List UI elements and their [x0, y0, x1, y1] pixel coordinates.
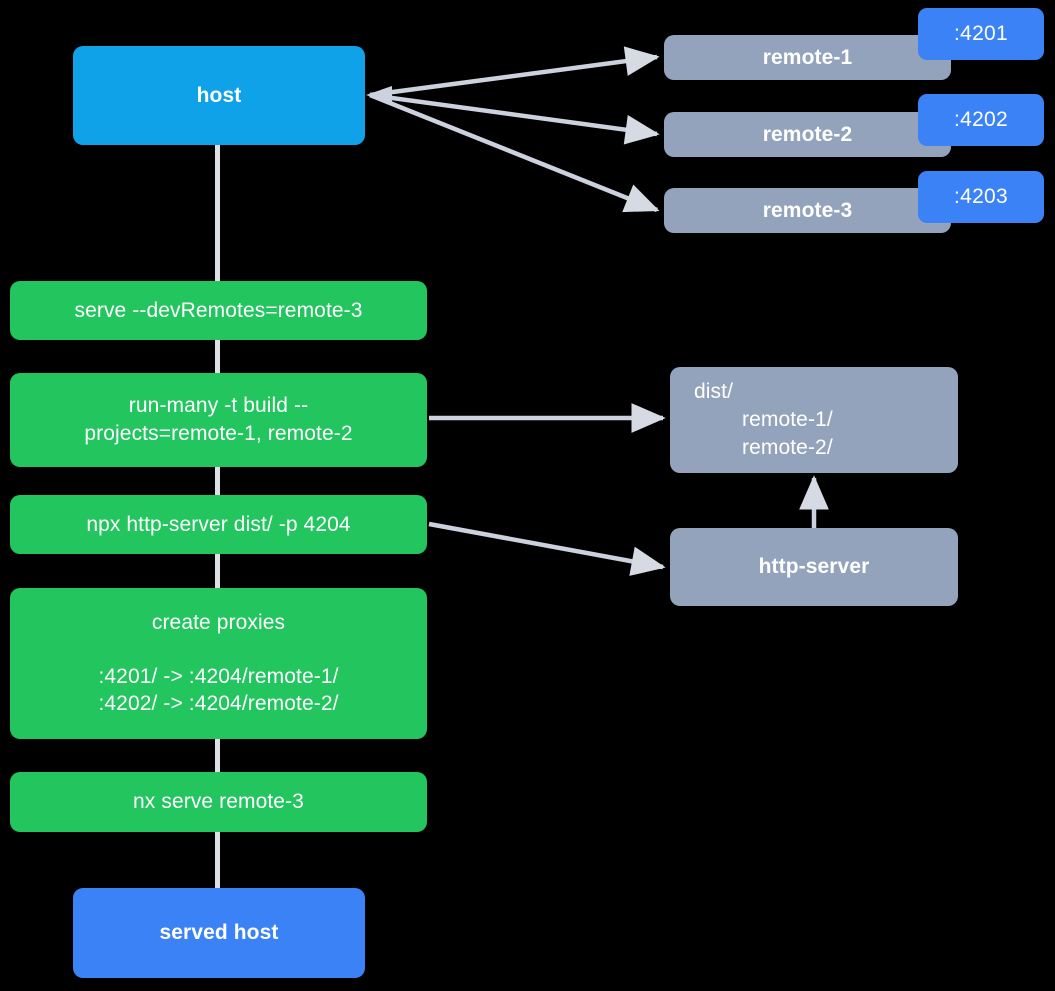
node-dist-line-2: remote-1/ — [742, 408, 833, 432]
command-npx-http-server-label: npx http-server dist/ -p 4204 — [86, 512, 351, 536]
node-dist-line-3: remote-2/ — [742, 435, 833, 459]
command-create-proxies-line1: :4201/ -> :4204/remote-1/ — [98, 664, 339, 688]
node-host-label: host — [196, 83, 242, 107]
badge-port-remote-2[interactable]: :4202 — [918, 94, 1044, 146]
command-serve-devremotes-label: serve --devRemotes=remote-3 — [74, 298, 363, 322]
edge-host-remote-1 — [369, 46, 660, 98]
command-run-many-build[interactable]: run-many -t build -- projects=remote-1, … — [10, 373, 427, 467]
node-remote-2[interactable]: remote-2 — [664, 112, 951, 157]
node-host[interactable]: host — [73, 46, 365, 145]
command-create-proxies[interactable]: create proxies :4201/ -> :4204/remote-1/… — [10, 588, 427, 739]
node-remote-3-label: remote-3 — [762, 198, 853, 222]
node-remote-3[interactable]: remote-3 — [664, 188, 951, 233]
node-remote-1[interactable]: remote-1 — [664, 35, 951, 80]
badge-port-remote-2-label: :4202 — [953, 108, 1009, 131]
badge-port-remote-1-label: :4201 — [953, 22, 1009, 45]
badge-port-remote-3-label: :4203 — [953, 185, 1009, 208]
edge-host-remote-3 — [369, 92, 660, 213]
badge-port-remote-3[interactable]: :4203 — [918, 171, 1044, 223]
command-serve-devremotes[interactable]: serve --devRemotes=remote-3 — [10, 281, 427, 340]
command-nx-serve-remote-3-label: nx serve remote-3 — [133, 790, 304, 814]
node-http-server-label: http-server — [758, 555, 870, 579]
node-served-host-label: served host — [159, 921, 279, 945]
node-http-server[interactable]: http-server — [670, 528, 958, 606]
node-dist-line-1: dist/ — [694, 380, 734, 404]
command-npx-http-server[interactable]: npx http-server dist/ -p 4204 — [10, 495, 427, 554]
edge-remotes-to-host-arrowhead — [366, 86, 392, 104]
command-create-proxies-title: create proxies — [151, 610, 286, 634]
node-dist-folder[interactable]: dist/ remote-1/ remote-2/ — [670, 367, 958, 473]
node-remote-1-label: remote-1 — [762, 45, 853, 69]
command-run-many-build-line2: projects=remote-1, remote-2 — [84, 422, 353, 445]
badge-port-remote-1[interactable]: :4201 — [918, 8, 1044, 60]
command-nx-serve-remote-3[interactable]: nx serve remote-3 — [10, 772, 427, 832]
command-run-many-build-line1: run-many -t build -- — [128, 394, 309, 418]
edge-npx-httpserver — [428, 521, 666, 576]
edge-host-remote-2 — [369, 92, 660, 145]
node-served-host[interactable]: served host — [73, 888, 365, 978]
command-create-proxies-line2: :4202/ -> :4204/remote-2/ — [98, 692, 339, 716]
node-remote-2-label: remote-2 — [762, 122, 853, 146]
